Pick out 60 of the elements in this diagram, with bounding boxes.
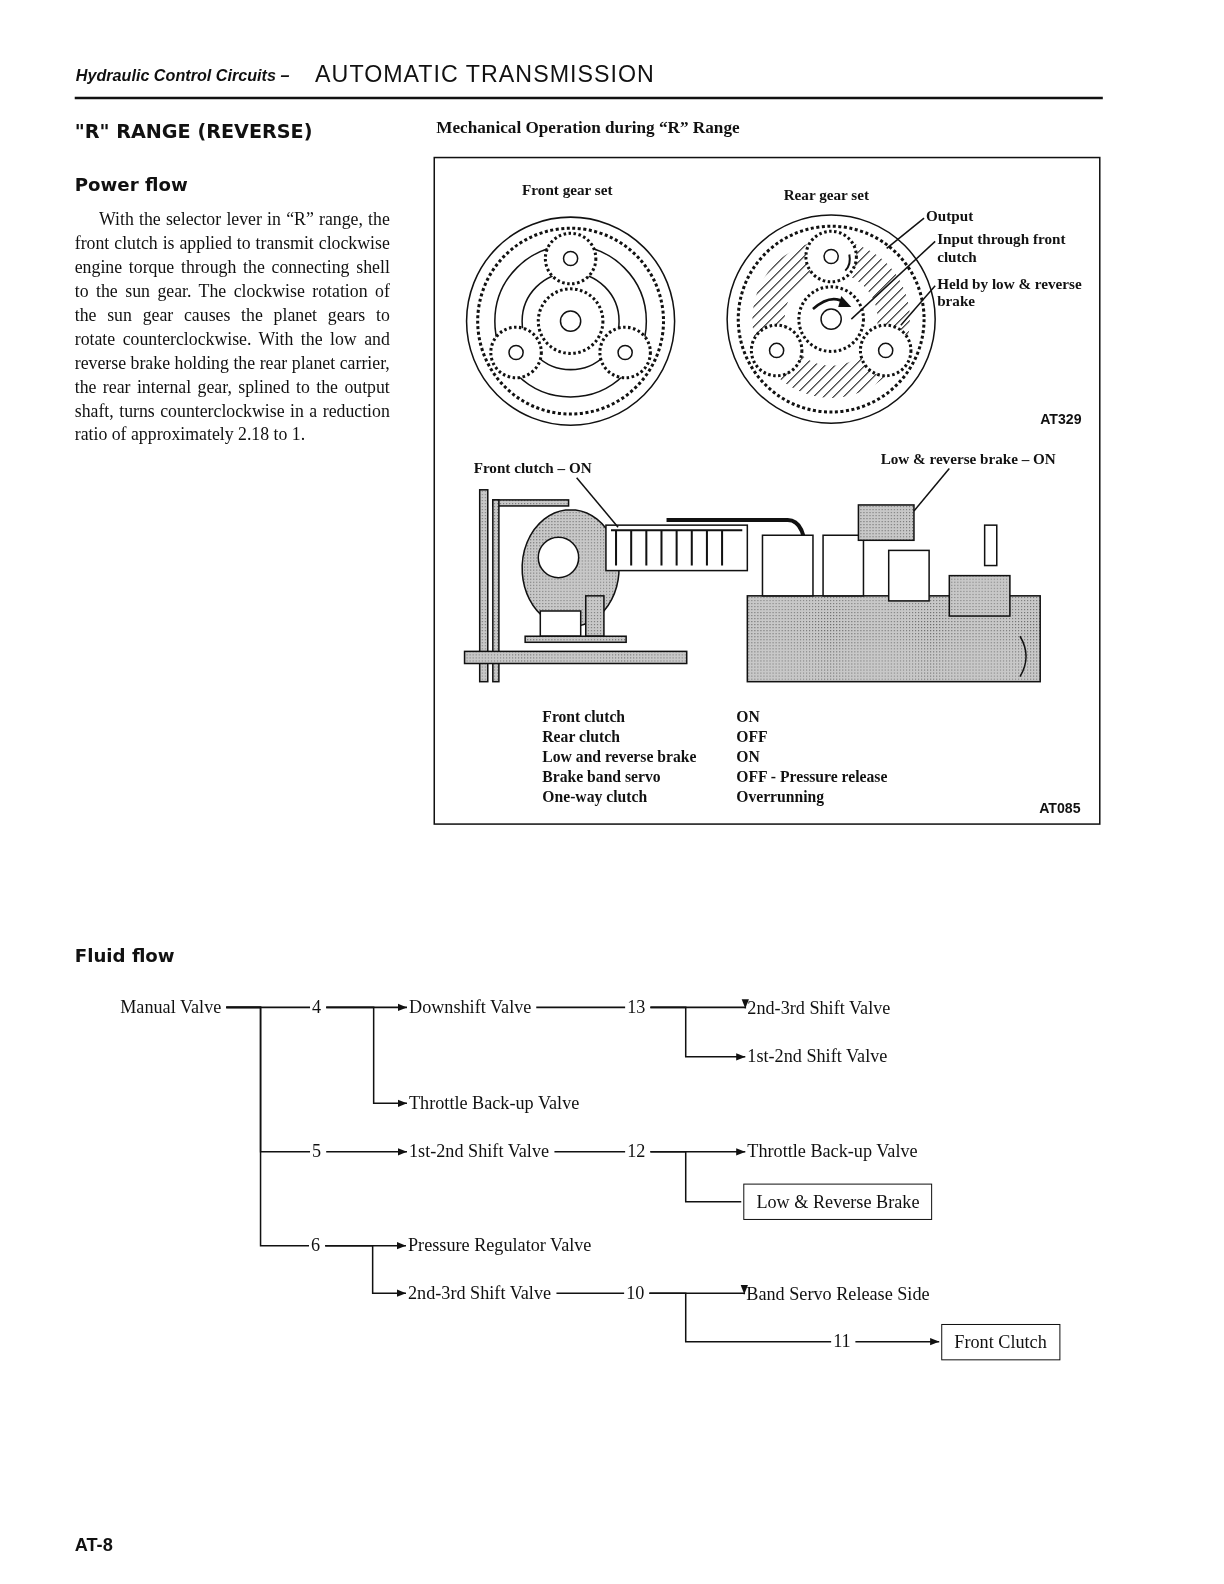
table-cell: Rear clutch [542, 728, 620, 747]
leader-line [913, 467, 951, 512]
figure-caption: Front gear set [522, 181, 613, 200]
leader-line [575, 476, 619, 528]
connector-line [649, 1151, 743, 1203]
valve-label: Throttle Back-up Valve [409, 1092, 580, 1114]
figure-code: AT085 [1039, 799, 1081, 817]
callout-label: Output [926, 208, 974, 226]
figure-code: AT329 [1040, 411, 1082, 428]
connector-line [648, 1292, 832, 1343]
running-header: AUTOMATIC TRANSMISSION [315, 60, 655, 88]
line-number: 4 [312, 996, 322, 1018]
table-cell: One-way clutch [542, 787, 648, 806]
valve-label: Band Servo Release Side [746, 1283, 930, 1305]
connector-line [553, 1151, 626, 1153]
figure-title: Mechanical Operation during “R” Range [436, 118, 740, 138]
connector-line [535, 1006, 626, 1009]
valve-label: Downshift Valve [409, 996, 532, 1018]
body-paragraph: With the selector lever in “R” range, the front clutch is applied to transmit clockwise engine torque through the connecting shell to the sun gear. The clockwise rotation of the sun gear causes the planet gears to rotate counterclockwise. With the low and reverse brake holding the rear planet carrier, the rear internal gear, splined to the output shaft, turns counterclockwise in a reduction ratio of approximately 2.18 to 1. [74, 208, 390, 447]
line-number: 13 [627, 996, 646, 1018]
valve-label: 1st-2nd Shift Valve [409, 1141, 550, 1163]
line-number: 5 [312, 1141, 322, 1163]
arrow [325, 1006, 408, 1107]
valve-label: Manual Valve [120, 996, 222, 1018]
connector-line [225, 1006, 310, 1247]
line-number: 12 [627, 1141, 646, 1163]
table-cell: ON [736, 748, 760, 767]
arrow [325, 1148, 408, 1156]
figure-caption: Rear gear set [783, 186, 869, 205]
arrow [649, 1006, 747, 1061]
subheading: Power flow [74, 174, 188, 196]
callout-label: Input through front clutch [937, 231, 1099, 267]
arrow [324, 1244, 407, 1297]
arrow [854, 1338, 940, 1346]
leader-line [900, 285, 936, 326]
table-cell: ON [736, 707, 760, 726]
table-cell: Overrunning [736, 787, 825, 806]
leader-line [885, 217, 925, 250]
table-cell: Low and reverse brake [542, 748, 697, 767]
section-heading: "R" RANGE (REVERSE) [74, 121, 313, 144]
callout-label: Held by low & reverse brake [937, 275, 1099, 311]
callout-label: Low & reverse brake – ON [880, 450, 1056, 468]
valve-label: 1st-2nd Shift Valve [747, 1046, 888, 1068]
running-header: Hydraulic Control Circuits – [75, 66, 290, 86]
table-cell: Front clutch [542, 707, 626, 726]
table-cell: Brake band servo [542, 767, 661, 786]
valve-label: 2nd-3rd Shift Valve [747, 997, 891, 1019]
line-number: 11 [833, 1331, 851, 1352]
callout-label: Front clutch – ON [473, 459, 592, 477]
valve-label: 2nd-3rd Shift Valve [408, 1282, 552, 1304]
line-number: 10 [626, 1282, 645, 1304]
connector-line [555, 1292, 625, 1294]
valve-label: Throttle Back-up Valve [747, 1141, 918, 1163]
page-number: AT-8 [74, 1535, 113, 1556]
table-cell: OFF - Pressure release [736, 767, 888, 786]
subheading: Fluid flow [74, 946, 175, 968]
line-number: 6 [311, 1235, 321, 1256]
table-cell: OFF [736, 728, 768, 747]
valve-label: Pressure Regulator Valve [408, 1235, 592, 1256]
leader-line [850, 240, 936, 320]
